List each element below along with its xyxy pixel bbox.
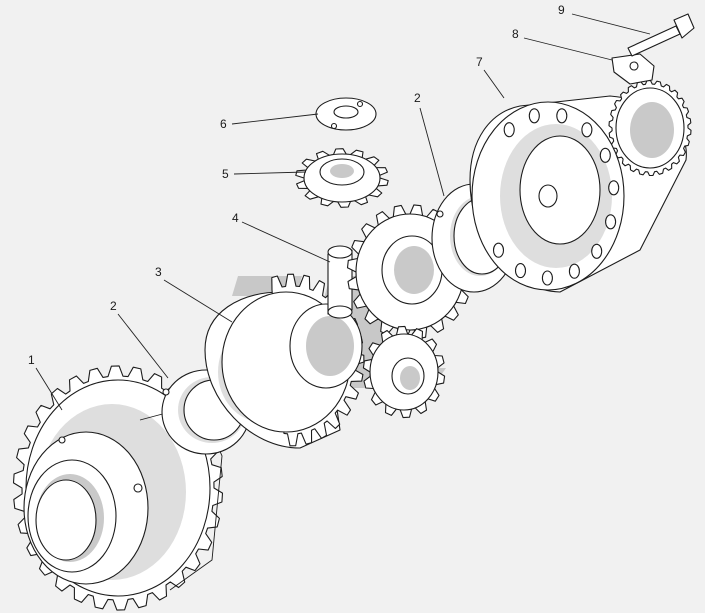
bolt-hole: [492, 242, 505, 258]
bolt-hole: [581, 122, 593, 138]
leader-line-c3: [163, 279, 233, 323]
part-4-pinion-gear: [362, 325, 446, 419]
part-6-spherical-washer: [315, 97, 377, 131]
bolt-hole: [528, 108, 540, 124]
bolt-hole: [541, 270, 553, 286]
bolt-hole: [514, 263, 527, 279]
bolt-hole: [568, 263, 580, 279]
part-5-bevel-pinion: [295, 148, 389, 208]
callout-label-c7: 7: [476, 55, 483, 69]
leader-line-c2b: [419, 107, 445, 197]
bolt-hole: [556, 108, 568, 124]
part-8-lock-plate: [611, 53, 655, 85]
callout-label-c5: 5: [222, 167, 229, 181]
part-4-cross-shaft: [327, 245, 353, 319]
leader-line-c8: [523, 37, 613, 61]
part-7-case-cover: [469, 79, 692, 293]
callout-labels: 1 2 3 4 5 6 2 7 8 9: [28, 3, 651, 411]
callout-label-c8: 8: [512, 27, 519, 41]
leader-line-c6: [231, 113, 319, 125]
leader-line-c5: [233, 171, 307, 175]
leader-line-c1: [35, 367, 63, 411]
leader-line-c7: [483, 69, 505, 99]
leader-line-c4: [241, 221, 331, 263]
bolt-hole: [605, 214, 617, 230]
callout-label-c9: 9: [558, 3, 565, 17]
callout-label-c2a: 2: [110, 299, 117, 313]
callout-label-c6: 6: [220, 117, 227, 131]
callout-label-c3: 3: [155, 265, 162, 279]
bolt-hole: [591, 243, 603, 259]
part-3-differential-case: [204, 273, 365, 449]
part-9-bolt: [627, 13, 695, 57]
callout-label-c4: 4: [232, 211, 239, 225]
bolt-hole: [608, 180, 620, 196]
callout-label-c1: 1: [28, 353, 35, 367]
bolt-hole: [503, 122, 515, 138]
bolt-hole: [599, 147, 611, 163]
leader-line-c9: [571, 13, 651, 35]
leader-line-c2a: [117, 313, 169, 379]
callout-label-c2b: 2: [414, 91, 421, 105]
